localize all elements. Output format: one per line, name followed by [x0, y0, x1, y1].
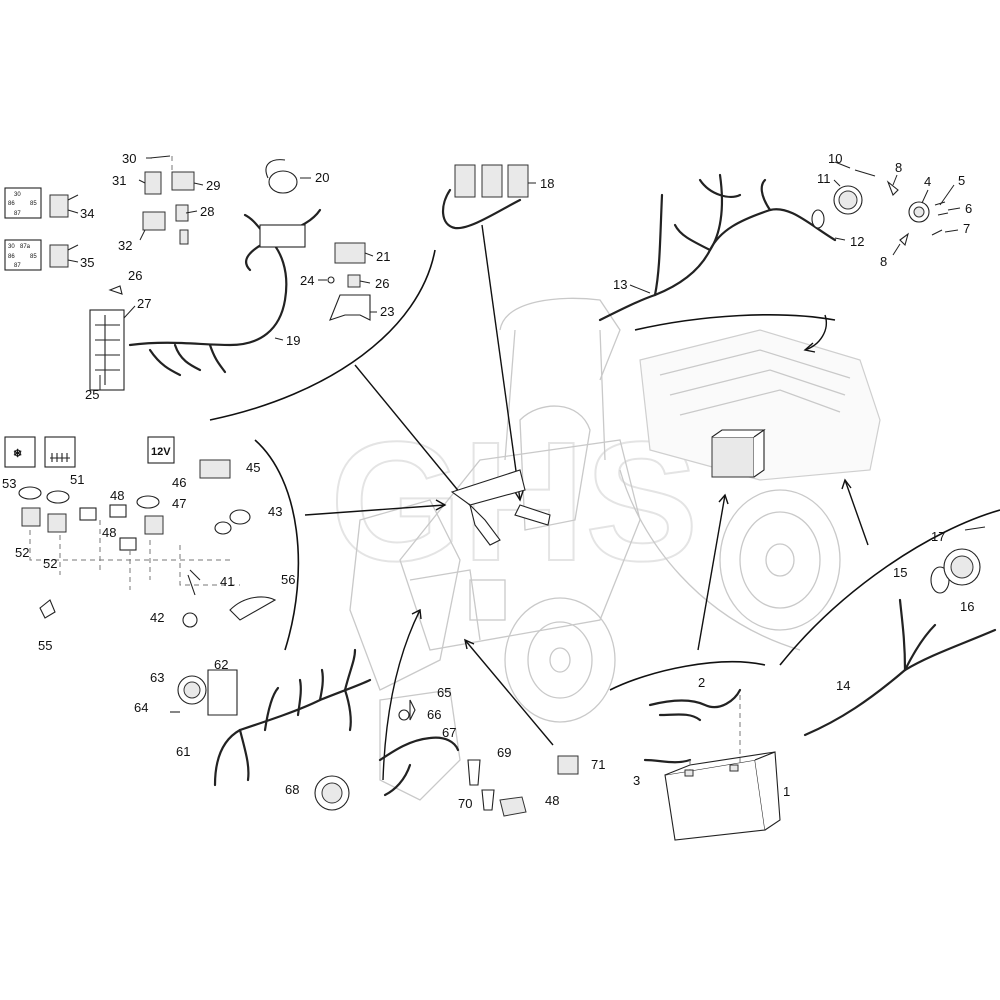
callout-1: 1 — [783, 784, 790, 799]
callout-16: 16 — [960, 599, 974, 614]
callout-18: 18 — [540, 176, 554, 191]
callout-42: 42 — [150, 610, 164, 625]
callout-71: 71 — [591, 757, 605, 772]
callout-51: 51 — [70, 472, 84, 487]
callout-4: 4 — [924, 174, 931, 189]
callout-55: 55 — [38, 638, 52, 653]
callout-48-mid: 48 — [102, 525, 116, 540]
callout-62: 62 — [214, 657, 228, 672]
callout-45: 45 — [246, 460, 260, 475]
callout-61: 61 — [176, 744, 190, 759]
defrost-icon: ❄ — [13, 448, 22, 460]
callout-41: 41 — [220, 574, 234, 589]
callout-46: 46 — [172, 475, 186, 490]
callout-52-right: 52 — [43, 556, 57, 571]
callout-29: 29 — [206, 178, 220, 193]
callout-47: 47 — [172, 496, 186, 511]
callout-31: 31 — [112, 173, 126, 188]
callout-7: 7 — [963, 221, 970, 236]
callout-64: 64 — [134, 700, 148, 715]
relay-bracket-parts — [327, 242, 371, 321]
leader-lines — [67, 157, 961, 390]
callout-28: 28 — [200, 204, 214, 219]
callout-30: 30 — [122, 151, 136, 166]
svg-text:85: 85 — [30, 254, 37, 260]
module-set — [442, 164, 529, 230]
callout-13: 13 — [613, 277, 627, 292]
callout-53: 53 — [2, 476, 16, 491]
callout-15: 15 — [893, 565, 907, 580]
relay-diagram-1: 30 86 85 87 — [4, 187, 69, 219]
callout-70: 70 — [458, 796, 472, 811]
main-harness — [128, 208, 322, 377]
rear-socket-parts — [811, 169, 949, 247]
callout-27: 27 — [137, 296, 151, 311]
callout-10: 10 — [828, 151, 842, 166]
callout-26-top: 26 — [128, 268, 142, 283]
motor-part — [265, 159, 298, 194]
front-harness — [170, 648, 372, 787]
svg-text:87: 87 — [14, 211, 21, 217]
front-lamp-parts — [314, 699, 579, 817]
callout-2: 2 — [698, 675, 705, 690]
callout-21: 21 — [376, 249, 390, 264]
callout-48-top: 48 — [110, 488, 124, 503]
callout-17: 17 — [931, 529, 945, 544]
callout-34: 34 — [80, 206, 94, 221]
svg-text:87: 87 — [14, 263, 21, 269]
callout-56: 56 — [281, 572, 295, 587]
callout-52-left: 52 — [15, 545, 29, 560]
rear-harness — [598, 173, 837, 322]
relay-diagram-2: 30 87a 86 85 87 — [4, 239, 69, 271]
callout-14: 14 — [836, 678, 850, 693]
fuse-relay-parts — [89, 155, 195, 391]
callout-8-top: 8 — [895, 160, 902, 175]
callout-19: 19 — [286, 333, 300, 348]
callout-20: 20 — [315, 170, 329, 185]
callout-67: 67 — [442, 725, 456, 740]
callout-26: 26 — [375, 276, 389, 291]
callout-43: 43 — [268, 504, 282, 519]
vehicle-outline — [349, 297, 881, 801]
callout-32: 32 — [118, 238, 132, 253]
side-harness — [803, 526, 997, 737]
callout-5: 5 — [958, 173, 965, 188]
rear-heater-icon — [50, 453, 70, 462]
watermark: GHS — [330, 407, 698, 597]
svg-text:86: 86 — [8, 201, 15, 207]
callout-63: 63 — [150, 670, 164, 685]
callout-6: 6 — [965, 201, 972, 216]
svg-text:85: 85 — [30, 201, 37, 207]
svg-text:87a: 87a — [20, 244, 31, 250]
callout-24: 24 — [300, 273, 314, 288]
svg-text:86: 86 — [8, 254, 15, 260]
callout-11: 11 — [817, 171, 831, 186]
section-dividers — [209, 249, 1000, 691]
dash-switches: ❄ 12V — [4, 436, 277, 628]
seat-control-box — [450, 469, 551, 546]
callout-48-bottom: 48 — [545, 793, 559, 808]
callout-69: 69 — [497, 745, 511, 760]
callout-35: 35 — [80, 255, 94, 270]
callout-23: 23 — [380, 304, 394, 319]
svg-text:30: 30 — [8, 244, 15, 250]
battery-assembly — [643, 428, 781, 841]
socket-label: 12V — [151, 446, 171, 458]
callout-66: 66 — [427, 707, 441, 722]
callout-3: 3 — [633, 773, 640, 788]
callout-8-bottom: 8 — [880, 254, 887, 269]
callout-numbers: 30 31 29 20 28 34 35 32 26 27 21 24 26 2… — [2, 151, 974, 811]
callout-12: 12 — [850, 234, 864, 249]
svg-text:30: 30 — [14, 192, 21, 198]
callout-65: 65 — [437, 685, 451, 700]
callout-25: 25 — [85, 387, 99, 402]
callout-68: 68 — [285, 782, 299, 797]
